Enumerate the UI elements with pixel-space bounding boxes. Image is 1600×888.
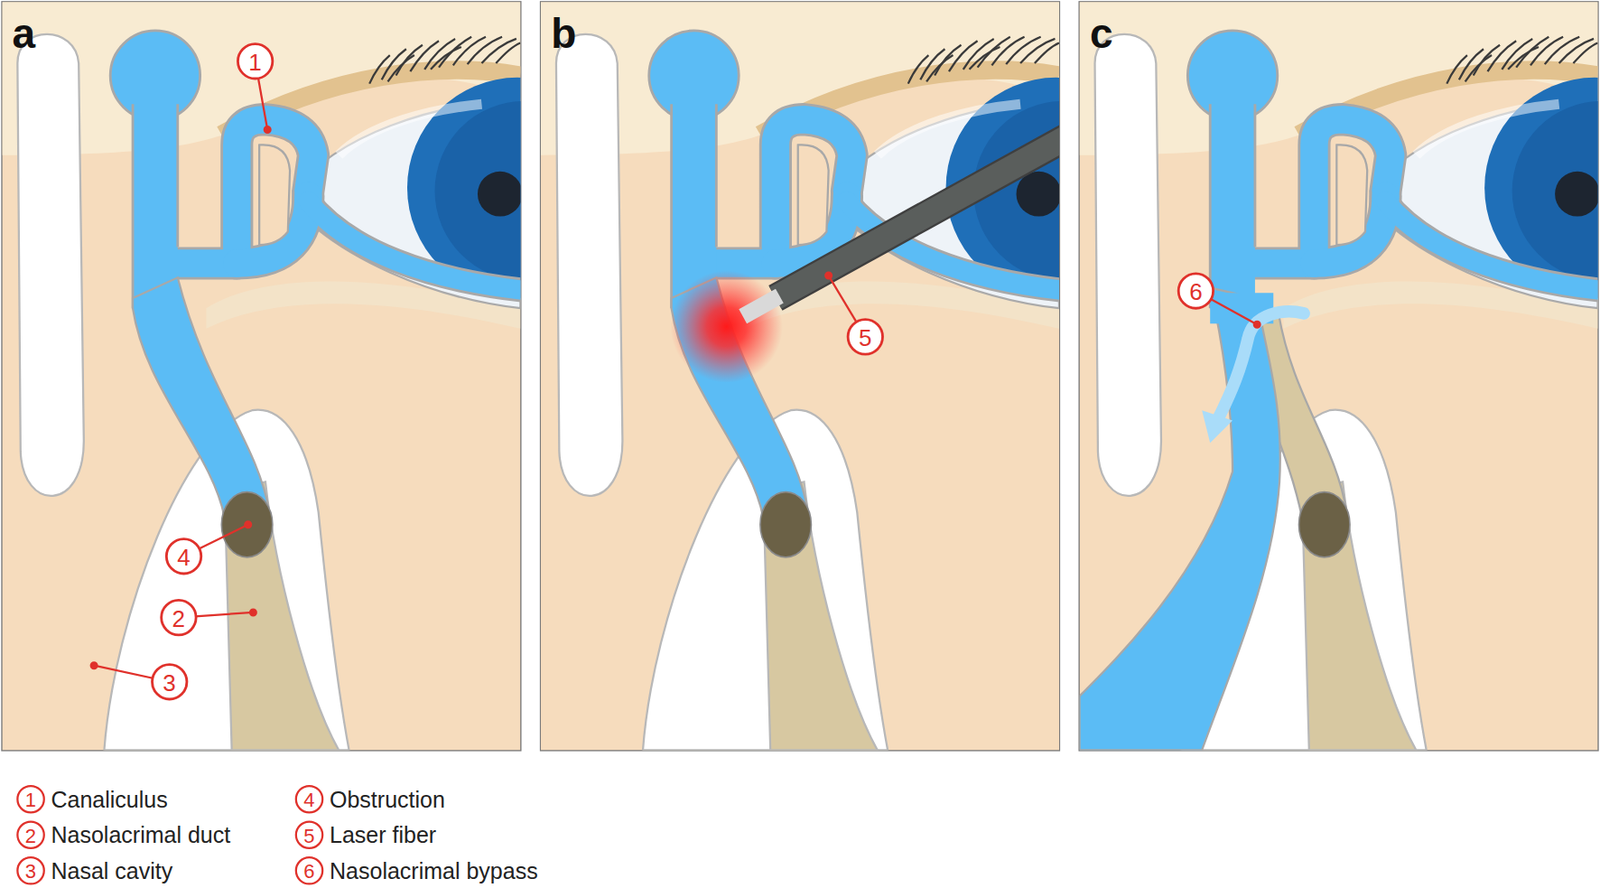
legend-text: Nasolacrimal bypass [329,858,539,882]
legend-number: 1 [25,790,37,810]
obstruction [1299,492,1350,558]
legend-number: 5 [303,826,315,847]
leaders [91,61,1261,682]
legend-text: Obstruction [329,787,446,810]
callout-number: 1 [248,50,261,75]
legend-number: 6 [303,861,315,882]
legend-number: 4 [303,790,315,810]
laser-fiber-outline [775,134,1060,298]
laser-glow [670,269,783,382]
panel-c [1079,1,1599,750]
panel-letter: b [550,12,577,55]
panel-letter: a [12,12,37,55]
duct-open [132,277,270,518]
callout-number: 5 [858,325,872,350]
legend-text: Canaliculus [51,787,168,810]
callout-number: 3 [162,670,176,695]
panel-a [1,1,521,750]
legend-text: Nasolacrimal duct [51,823,232,847]
flow-arrow [1217,311,1304,421]
callout-circles [152,44,1214,699]
callout-number: 4 [176,545,190,569]
legend-number: 3 [25,861,37,882]
nasolacrimal-bypass [1079,288,1281,751]
laser-fiber [775,134,1060,298]
legend-number: 2 [25,826,37,847]
laser-tip [743,296,781,317]
panel-letter: c [1089,12,1114,55]
legend-text: Laser fiber [329,823,437,847]
obstruction [221,492,272,558]
panel-b [540,1,1060,750]
obstruction [760,492,811,558]
flow-arrow-head [1201,409,1233,443]
callout-number: 2 [172,606,186,631]
callout-number: 6 [1189,279,1202,304]
legend-circles [17,785,323,884]
legend-text: Nasal cavity [51,858,174,882]
